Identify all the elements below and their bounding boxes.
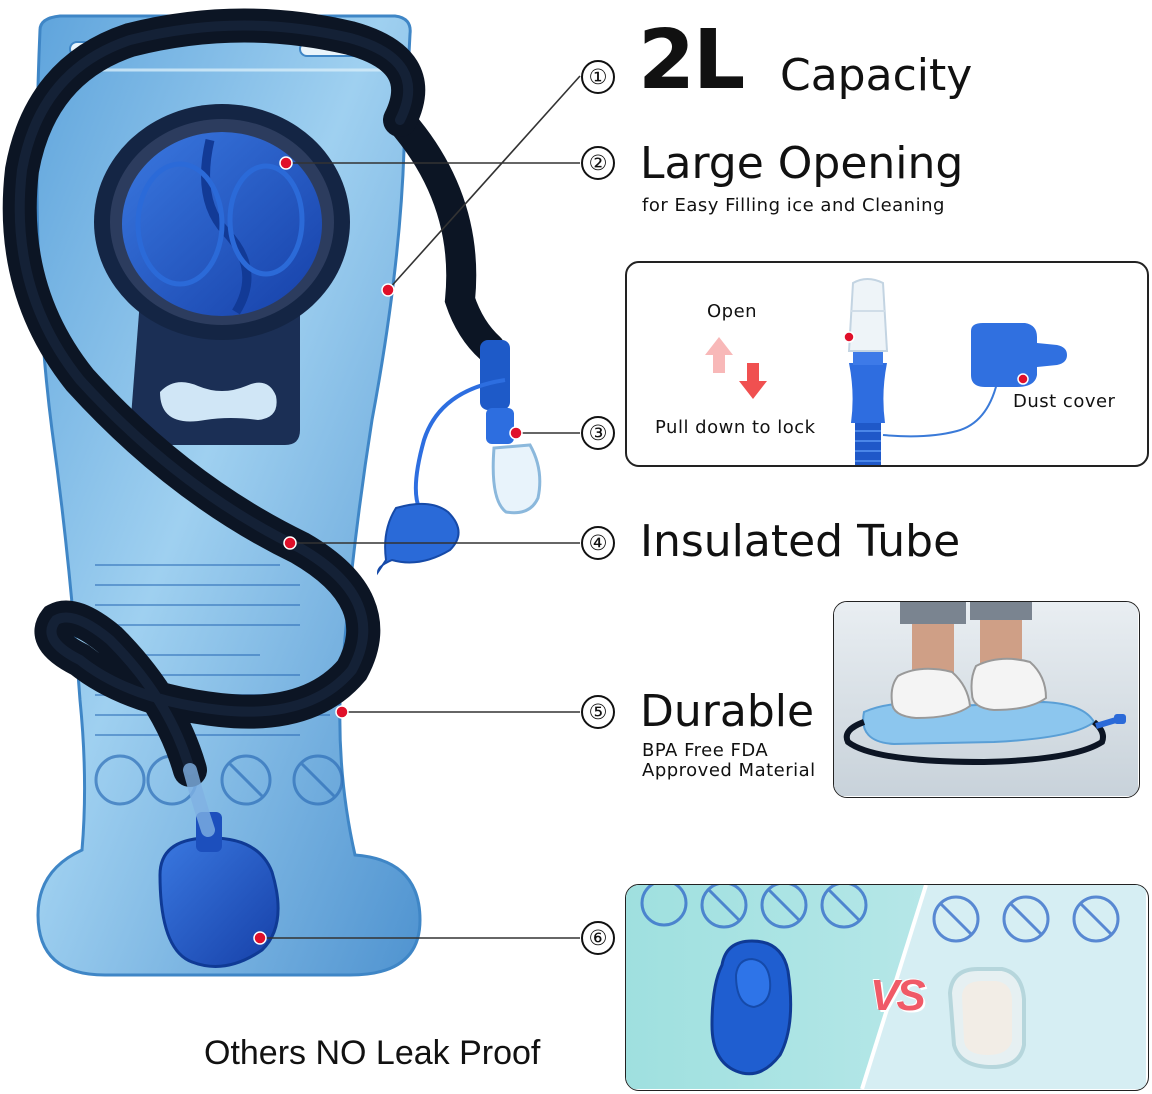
callout-markers xyxy=(253,156,523,945)
dust-cover-label: Dust cover xyxy=(1013,391,1116,412)
valve-detail-panel: Open Pull down to lock Dust cover xyxy=(625,261,1149,467)
bite-valve xyxy=(376,340,542,576)
callout-number-6: ⑥ xyxy=(581,921,615,955)
valve-detail-illustration xyxy=(705,278,1067,465)
open-label: Open xyxy=(707,301,758,322)
large-opening-title: Large Opening xyxy=(640,138,964,189)
durable-subtitle-line1: BPA Free FDA xyxy=(642,740,769,761)
capacity-label: Capacity xyxy=(780,50,973,101)
outlet-comparison-illustration xyxy=(626,885,1146,1089)
large-opening-subtitle: for Easy Filling ice and Cleaning xyxy=(642,195,945,216)
dust-cover xyxy=(882,323,1067,438)
callout-number-5: ⑤ xyxy=(581,695,615,729)
valve-tube xyxy=(843,278,889,465)
pull-down-lock-label: Pull down to lock xyxy=(655,417,816,438)
insulated-tube-title: Insulated Tube xyxy=(640,516,961,567)
others-no-leak-proof-caption: Others NO Leak Proof xyxy=(204,1034,541,1072)
callout-number-3: ③ xyxy=(581,416,615,450)
callout-number-4: ④ xyxy=(581,526,615,560)
open-lock-arrows-icon xyxy=(705,337,767,399)
other-outlet xyxy=(947,967,1026,1070)
leak-proof-outlet xyxy=(710,939,793,1076)
capacity-value: 2L xyxy=(638,13,745,108)
callout-lines xyxy=(260,75,581,939)
durable-title: Durable xyxy=(640,686,815,737)
vs-label: VS xyxy=(870,971,926,1020)
durable-subtitle-line2: Approved Material xyxy=(642,760,816,781)
standing-on-bladder-illustration xyxy=(834,602,1138,796)
durability-photo-panel xyxy=(833,601,1140,798)
callout-number-2: ② xyxy=(581,146,615,180)
callout-number-1: ① xyxy=(581,60,615,94)
leak-proof-comparison-panel: VS xyxy=(625,884,1149,1091)
